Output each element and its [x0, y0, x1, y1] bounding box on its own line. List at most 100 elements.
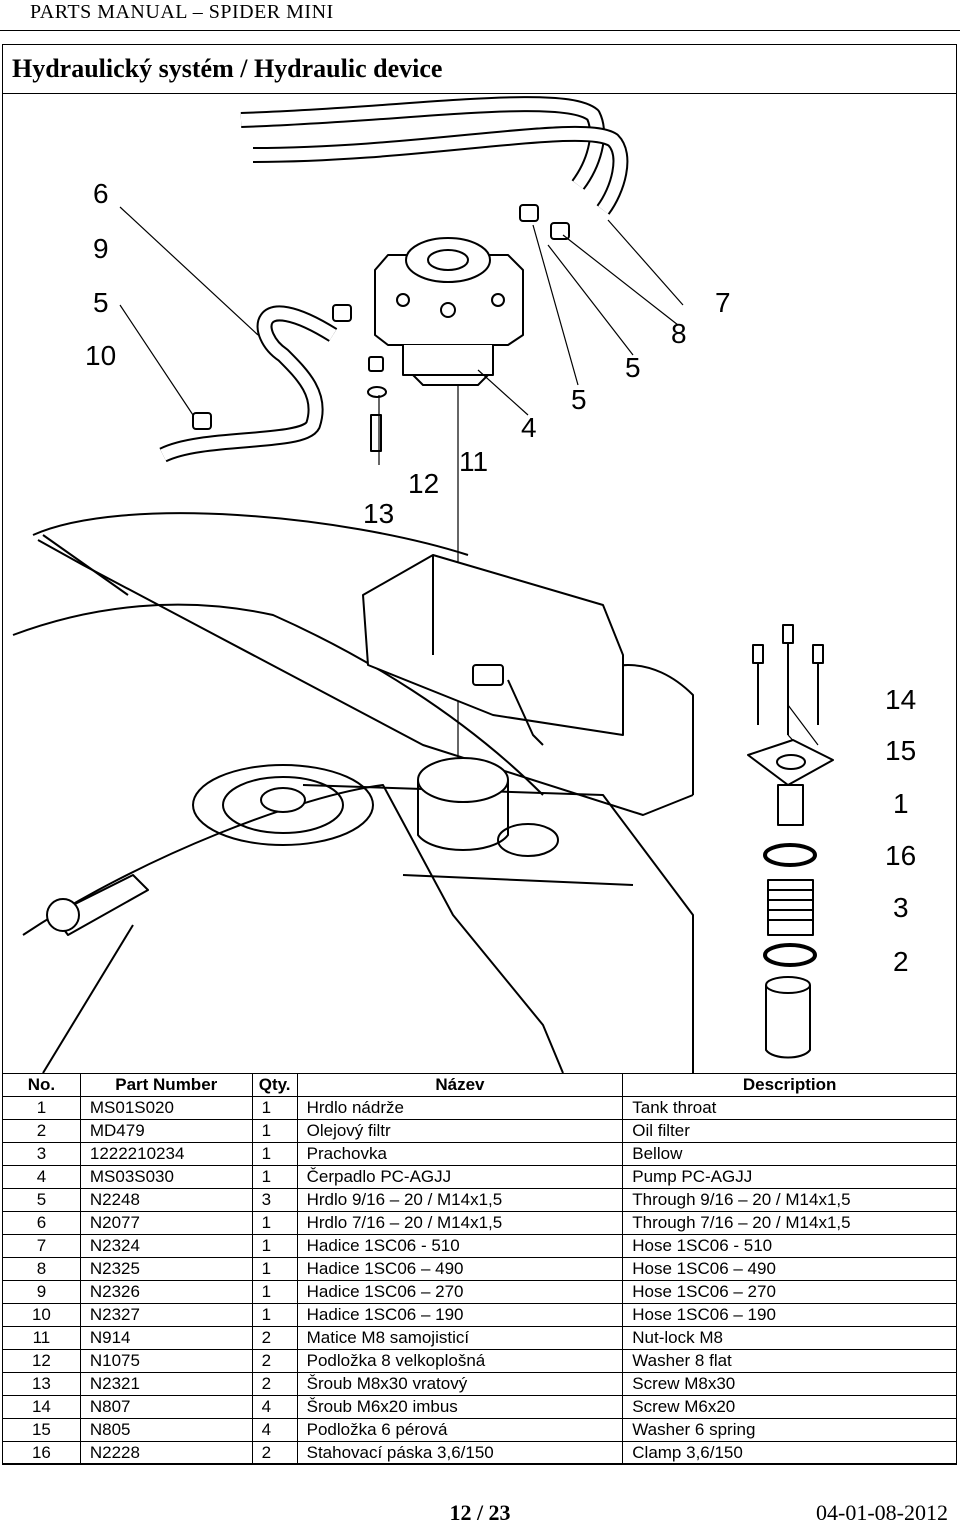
cell-qty: 3	[251, 1188, 298, 1212]
cell-nazev: Hrdlo nádrže	[296, 1096, 624, 1120]
cell-part-number: N2228	[79, 1441, 253, 1465]
cell-description: Through 7/16 – 20 / M14x1,5	[622, 1211, 957, 1235]
cell-part-number: N2248	[79, 1188, 253, 1212]
cell-part-number: MD479	[79, 1119, 253, 1143]
cell-description: Nut-lock M8	[622, 1326, 957, 1350]
cell-description: Tank throat	[622, 1096, 957, 1120]
callout-14: 14	[885, 684, 916, 715]
cell-qty: 2	[251, 1441, 298, 1465]
cell-description: Washer 6 spring	[622, 1418, 957, 1442]
cell-qty: 4	[251, 1395, 298, 1419]
cell-nazev: Hadice 1SC06 – 490	[296, 1257, 624, 1281]
cell-nazev: Šroub M8x30 vratový	[296, 1372, 624, 1396]
cell-qty: 1	[251, 1280, 298, 1304]
cell-qty: 1	[251, 1303, 298, 1327]
callout-1: 1	[893, 788, 909, 819]
cell-part-number: N2324	[79, 1234, 253, 1258]
callout-13: 13	[363, 498, 394, 529]
callout-labels: 6 9 5 10 7 8 5 5 4 11 12 13 14 15 1 16 3…	[85, 178, 916, 977]
cell-nazev: Matice M8 samojisticí	[296, 1326, 624, 1350]
callout-7: 7	[715, 287, 731, 318]
cell-no: 7	[2, 1234, 81, 1258]
cell-part-number: N2325	[79, 1257, 253, 1281]
cell-part-number: MS01S020	[79, 1096, 253, 1120]
cell-part-number: N2327	[79, 1303, 253, 1327]
cell-nazev: Podložka 8 velkoplošná	[296, 1349, 624, 1373]
cell-no: 16	[2, 1441, 81, 1465]
motor-parts	[46, 757, 559, 936]
cell-part-number: N1075	[79, 1349, 253, 1373]
page-title: Hydraulický systém / Hydraulic device	[12, 54, 443, 83]
cell-nazev: Podložka 6 pérová	[296, 1418, 624, 1442]
callout-2: 2	[893, 946, 909, 977]
callout-8: 8	[671, 318, 687, 349]
machine-body	[12, 512, 694, 1073]
cell-qty: 4	[251, 1418, 298, 1442]
cell-description: Through 9/16 – 20 / M14x1,5	[622, 1188, 957, 1212]
cell-no: 12	[2, 1349, 81, 1373]
cell-no: 14	[2, 1395, 81, 1419]
cell-nazev: Hadice 1SC06 - 510	[296, 1234, 624, 1258]
cell-no: 8	[2, 1257, 81, 1281]
tank-box	[362, 554, 624, 746]
col-header-no: No.	[2, 1073, 81, 1097]
cell-nazev: Olejový filtr	[296, 1119, 624, 1143]
cell-nazev: Stahovací páska 3,6/150	[296, 1441, 624, 1465]
callout-5: 5	[93, 287, 109, 318]
header-text: PARTS MANUAL – SPIDER MINI	[30, 1, 334, 23]
cell-part-number: N2321	[79, 1372, 253, 1396]
filter-stack	[747, 624, 834, 1059]
cell-qty: 1	[251, 1257, 298, 1281]
cell-qty: 1	[251, 1096, 298, 1120]
callout-11: 11	[459, 446, 488, 477]
cell-description: Hose 1SC06 – 190	[622, 1303, 957, 1327]
cell-description: Pump PC-AGJJ	[622, 1165, 957, 1189]
table-header-row: No. Part Number Qty. Název Description	[2, 1073, 957, 1097]
callout-6: 6	[93, 178, 109, 209]
cell-no: 10	[2, 1303, 81, 1327]
page-header: PARTS MANUAL – SPIDER MINI	[0, 0, 960, 31]
cell-qty: 2	[251, 1326, 298, 1350]
fittings	[192, 204, 570, 452]
exploded-drawing: 6 9 5 10 7 8 5 5 4 11 12 13 14 15 1 16 3…	[12, 96, 916, 1073]
cell-part-number: N2326	[79, 1280, 253, 1304]
cell-qty: 1	[251, 1119, 298, 1143]
callout-4: 4	[521, 412, 537, 443]
cell-description: Hose 1SC06 - 510	[622, 1234, 957, 1258]
title-box: Hydraulický systém / Hydraulic device	[2, 44, 957, 94]
cell-no: 5	[2, 1188, 81, 1212]
cell-qty: 2	[251, 1349, 298, 1373]
cell-part-number: N807	[79, 1395, 253, 1419]
col-header-description: Description	[622, 1073, 957, 1097]
cell-no: 4	[2, 1165, 81, 1189]
cell-nazev: Prachovka	[296, 1142, 624, 1166]
cell-part-number: N805	[79, 1418, 253, 1442]
cell-part-number: MS03S030	[79, 1165, 253, 1189]
cell-qty: 1	[251, 1142, 298, 1166]
cell-nazev: Hadice 1SC06 – 270	[296, 1280, 624, 1304]
col-header-nazev: Název	[296, 1073, 624, 1097]
cell-description: Hose 1SC06 – 270	[622, 1280, 957, 1304]
cell-qty: 1	[251, 1165, 298, 1189]
col-header-part-number: Part Number	[79, 1073, 253, 1097]
cell-no: 11	[2, 1326, 81, 1350]
cell-no: 6	[2, 1211, 81, 1235]
callout-5c: 5	[571, 384, 587, 415]
cell-description: Clamp 3,6/150	[622, 1441, 957, 1465]
page-number: 12 / 23	[449, 1500, 511, 1525]
cell-no: 1	[2, 1096, 81, 1120]
cell-description: Washer 8 flat	[622, 1349, 957, 1373]
cell-no: 13	[2, 1372, 81, 1396]
